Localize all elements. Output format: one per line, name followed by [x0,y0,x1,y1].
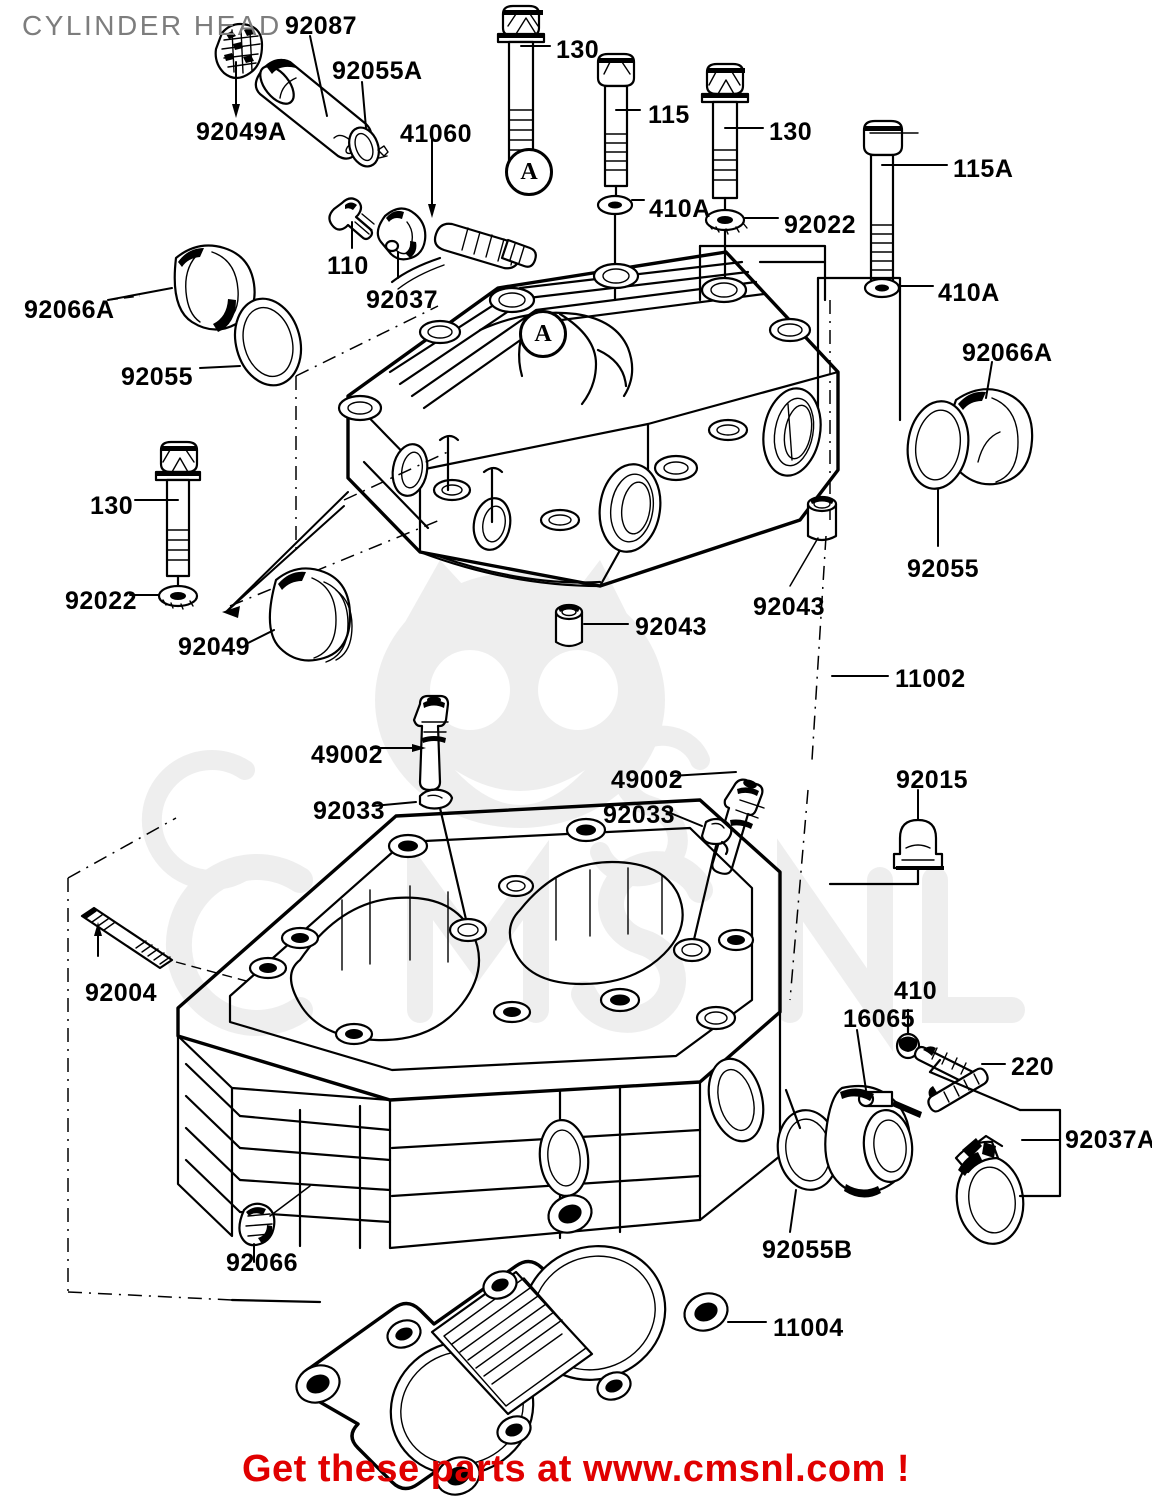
part-number-115[interactable]: 115 [648,101,690,129]
part-number-92066A-r[interactable]: 92066A [962,339,1053,367]
part-number-92049[interactable]: 92049 [178,633,251,661]
part-number-11002[interactable]: 11002 [895,665,966,693]
page-title: CYLINDER HEAD [22,10,282,41]
part-number-92033-r[interactable]: 92033 [603,801,676,829]
part-number-410[interactable]: 410 [894,977,938,1005]
part-number-410A-b[interactable]: 410A [938,279,1000,307]
part-number-130-b[interactable]: 130 [769,118,813,146]
part-number-11004[interactable]: 11004 [773,1314,844,1342]
part-number-130-a[interactable]: 130 [556,36,600,64]
part-number-49002-r[interactable]: 49002 [611,766,684,794]
part-number-92004[interactable]: 92004 [85,979,158,1007]
reference-mark-a: A [505,148,553,196]
part-number-92066A-l[interactable]: 92066A [24,296,115,324]
reference-mark-a: A [519,310,567,358]
part-number-92043-b[interactable]: 92043 [753,593,826,621]
footer-promo-text: Get these parts at www.cmsnl.com ! [241,1448,911,1490]
part-number-92015[interactable]: 92015 [896,766,969,794]
part-number-92033-l[interactable]: 92033 [313,797,386,825]
part-number-92037[interactable]: 92037 [366,286,439,314]
part-number-92055-l[interactable]: 92055 [121,363,194,391]
part-number-115A[interactable]: 115A [953,155,1014,183]
part-number-92087[interactable]: 92087 [285,12,358,40]
part-number-49002-l[interactable]: 49002 [311,741,384,769]
part-number-92022-a[interactable]: 92022 [784,211,857,239]
part-number-110[interactable]: 110 [327,252,369,280]
part-number-92049A[interactable]: 92049A [196,118,287,146]
part-number-92055B[interactable]: 92055B [762,1236,853,1264]
part-number-92066[interactable]: 92066 [226,1249,299,1277]
part-number-92043-a[interactable]: 92043 [635,613,708,641]
part-number-41060[interactable]: 41060 [400,120,473,148]
part-number-92055A[interactable]: 92055A [332,57,423,85]
part-number-92037A[interactable]: 92037A [1065,1126,1152,1154]
part-number-220[interactable]: 220 [1011,1053,1055,1081]
part-number-92055-r[interactable]: 92055 [907,555,980,583]
part-number-410A-a[interactable]: 410A [649,195,711,223]
part-number-130-c[interactable]: 130 [90,492,134,520]
part-number-16065[interactable]: 16065 [843,1005,916,1033]
part-number-92022-b[interactable]: 92022 [65,587,138,615]
